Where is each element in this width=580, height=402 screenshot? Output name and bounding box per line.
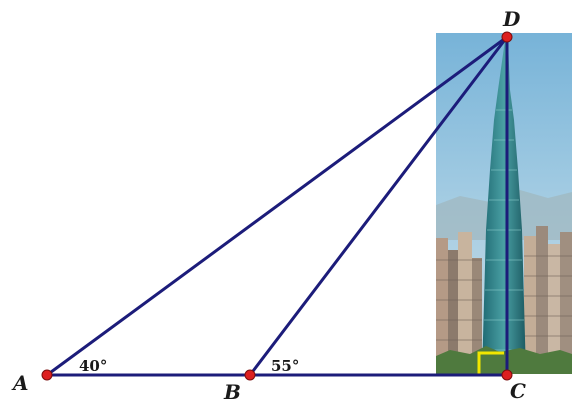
angle-B-label: 55° — [271, 357, 299, 375]
label-C: C — [510, 379, 526, 402]
point-D — [501, 31, 513, 43]
right-angle-marker — [477, 351, 504, 374]
point-C — [501, 369, 513, 381]
angle-A-label: 40° — [79, 357, 107, 375]
label-B: B — [223, 380, 241, 402]
label-D: D — [502, 7, 521, 31]
label-A: A — [11, 371, 29, 395]
segment-BD — [248, 35, 509, 377]
skyscraper-photo — [436, 33, 572, 374]
segment-AD — [45, 35, 509, 377]
point-B — [244, 369, 256, 381]
point-A — [41, 369, 53, 381]
